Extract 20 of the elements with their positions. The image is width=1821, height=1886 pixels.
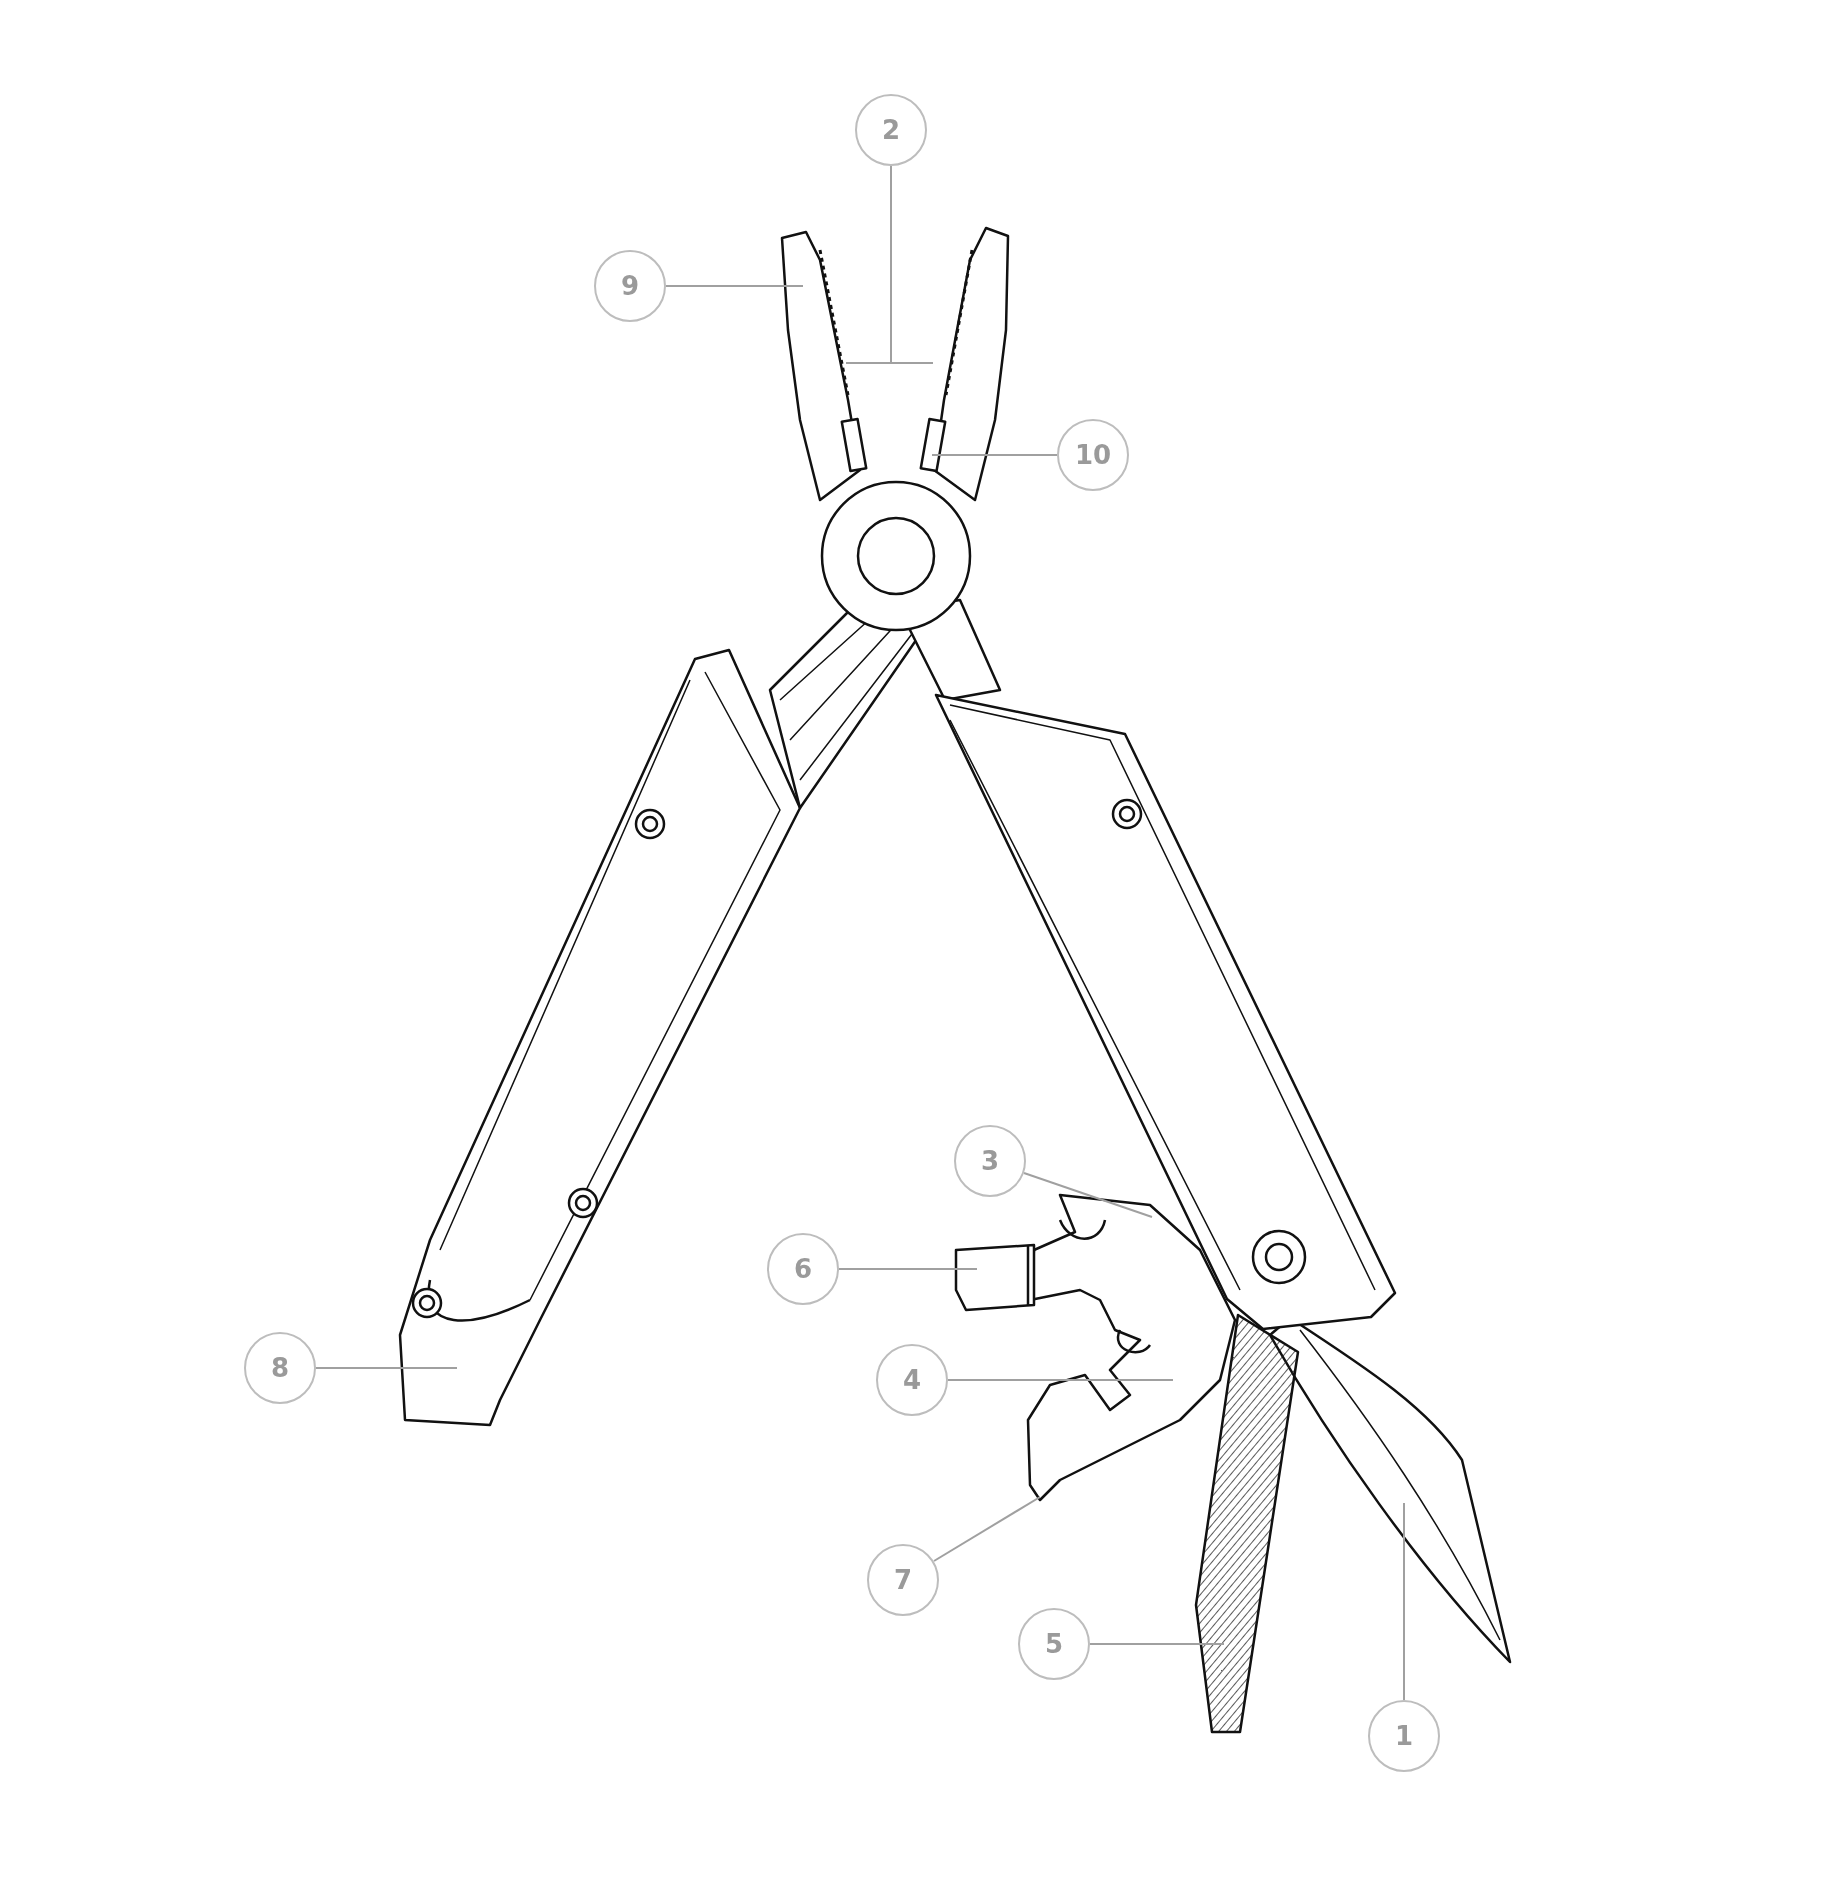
leader-line [1023, 1172, 1153, 1218]
callout-number: 5 [1018, 1608, 1090, 1680]
leader-line [845, 165, 934, 364]
callout-number: 8 [244, 1332, 316, 1404]
leader-line [838, 1268, 978, 1270]
leader-line [315, 1367, 458, 1369]
leader-line [931, 454, 1058, 456]
callout-number: 1 [1368, 1700, 1440, 1772]
callout-number: 4 [876, 1344, 948, 1416]
leader-line [947, 1379, 1174, 1381]
leader-line [933, 1496, 1041, 1562]
leader-line [1089, 1643, 1225, 1645]
callout-number: 6 [767, 1233, 839, 1305]
callout-number: 2 [855, 94, 927, 166]
callout-number: 10 [1057, 419, 1129, 491]
callout-number: 3 [954, 1125, 1026, 1197]
callout-number: 7 [867, 1544, 939, 1616]
leader-line [1403, 1502, 1405, 1701]
callout-number: 9 [594, 250, 666, 322]
leader-line [665, 285, 804, 287]
